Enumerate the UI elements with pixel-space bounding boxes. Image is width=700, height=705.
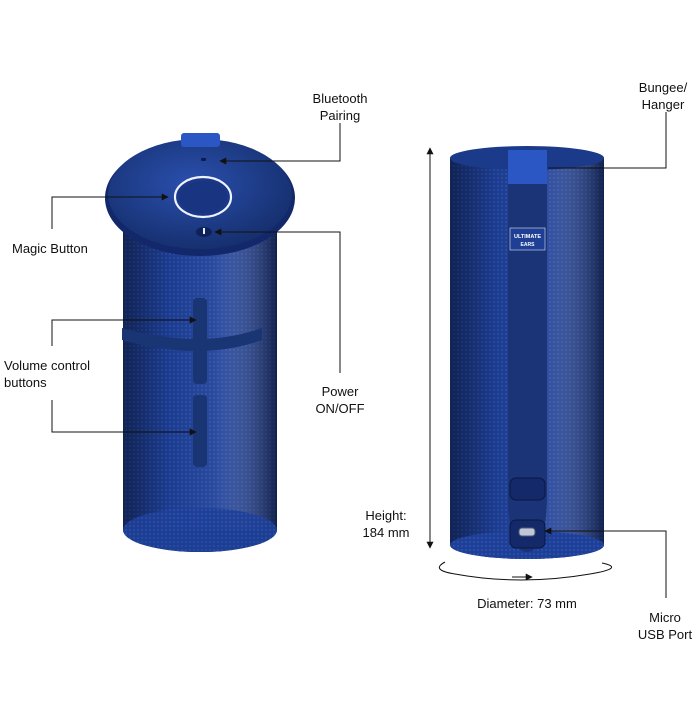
magic-button-label: Magic Button: [12, 241, 88, 256]
usb-label-line2: USB Port: [637, 627, 693, 642]
volume-label-line2: buttons: [4, 375, 47, 390]
power-label-line1: Power: [321, 384, 359, 399]
volume-control-label: Volume control buttons: [4, 357, 124, 391]
volume-label-line1: Volume control: [4, 358, 90, 373]
bluetooth-callout-line: [219, 123, 341, 165]
bungee-callout-line: [548, 112, 667, 169]
power-label-line2: ON/OFF: [315, 401, 365, 416]
magic-button-callout-line: [51, 193, 169, 229]
volume-up-callout-line: [51, 316, 197, 346]
height-label: Height: 184 mm: [350, 507, 422, 541]
bluetooth-label-line2: Pairing: [319, 108, 361, 123]
bluetooth-pairing-button[interactable]: [201, 158, 206, 161]
bungee-hanger-label: Bungee/ Hanger: [628, 79, 698, 113]
speaker-back-view: ULTIMATE EARS: [450, 146, 604, 559]
bluetooth-pairing-label: Bluetooth Pairing: [300, 90, 380, 124]
usb-label-line1: Micro: [649, 610, 681, 625]
diameter-dimension-curve: [438, 561, 613, 581]
height-label-line1: Height:: [365, 508, 407, 523]
bluetooth-label-line1: Bluetooth: [312, 91, 368, 106]
micro-usb-port: [518, 527, 536, 537]
bungee-label-line2: Hanger: [641, 97, 685, 112]
diameter-label: Diameter: 73 mm: [477, 596, 577, 611]
top-loop-tab: [181, 133, 220, 147]
volume-down-callout-line: [51, 400, 197, 436]
volume-down-button[interactable]: [193, 395, 207, 467]
ultimate-ears-logo: [509, 227, 546, 251]
usb-callout-line: [544, 527, 667, 598]
logo-text-line2: EARS: [521, 242, 536, 248]
bungee-label-line1: Bungee/: [638, 80, 688, 95]
power-label: Power ON/OFF: [305, 383, 375, 417]
bungee-strap: [508, 150, 547, 552]
height-label-line2: 184 mm: [362, 525, 410, 540]
speaker-front-view: [105, 133, 295, 552]
power-callout-line: [214, 228, 341, 373]
micro-usb-label: Micro USB Port: [630, 609, 700, 643]
logo-text-line1: ULTIMATE: [514, 234, 541, 240]
